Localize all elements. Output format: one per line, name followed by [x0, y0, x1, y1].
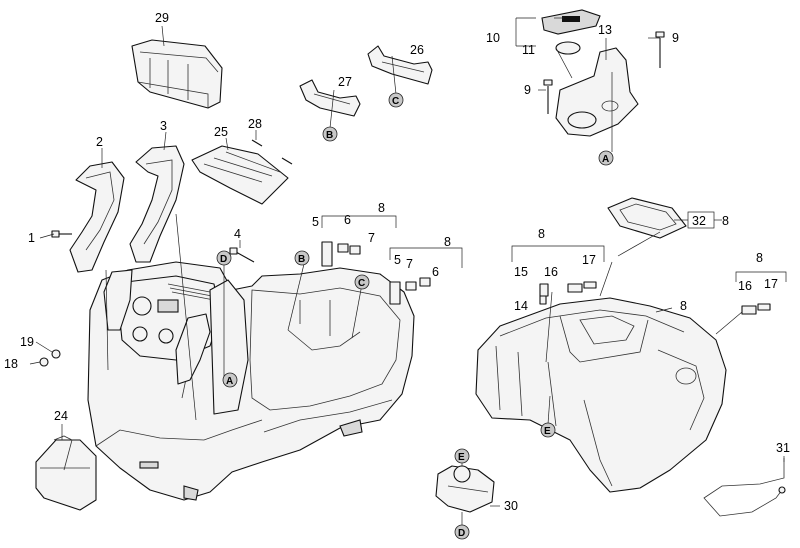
callout-7-mid: 7 — [406, 257, 413, 271]
callout-4: 4 — [234, 227, 241, 241]
callout-9-top: 9 — [672, 31, 679, 45]
ref-a-chassis: A — [226, 376, 233, 387]
part-28-screws — [251, 139, 293, 165]
callout-8-frame: 8 — [722, 214, 729, 228]
callout-19: 19 — [20, 335, 34, 349]
fasteners — [39, 230, 771, 367]
callout-16-far: 16 — [738, 279, 752, 293]
callout-8-far: 8 — [756, 251, 763, 265]
callout-28: 28 — [248, 117, 262, 131]
ref-b-bracket: B — [326, 130, 333, 141]
callout-15: 15 — [514, 265, 528, 279]
callout-7-left: 7 — [368, 231, 375, 245]
part-13-gauge-housing — [541, 9, 665, 137]
part-25-top-cover — [191, 145, 289, 205]
ref-c-bracket: C — [392, 96, 399, 107]
callout-8-right: 8 — [538, 227, 545, 241]
callout-16-right: 16 — [544, 265, 558, 279]
part-32-seal-frame — [607, 197, 687, 239]
part-2-handle — [69, 161, 125, 273]
leader-lines — [29, 17, 785, 526]
part-27-bracket — [299, 79, 361, 117]
callout-8-hood: 8 — [680, 299, 687, 313]
callout-1: 1 — [28, 231, 35, 245]
hood-cover — [475, 297, 727, 493]
callout-17-far: 17 — [764, 277, 778, 291]
callout-13: 13 — [598, 23, 612, 37]
callout-10: 10 — [486, 31, 500, 45]
part-26-bracket — [367, 45, 433, 85]
ref-d-chassis: D — [220, 254, 227, 265]
callout-18: 18 — [4, 357, 18, 371]
callout-31: 31 — [776, 441, 790, 455]
ref-e-valve: E — [458, 452, 465, 463]
part-30-valve — [435, 465, 495, 513]
callout-17-right: 17 — [582, 253, 596, 267]
part-31-cable — [703, 458, 786, 517]
ref-d-valve: D — [458, 528, 465, 539]
ref-e-hood: E — [544, 426, 551, 437]
callout-24: 24 — [54, 409, 68, 423]
part-3-handle — [129, 145, 185, 263]
part-29-storage-tray — [131, 39, 223, 109]
callout-8-mid: 8 — [444, 235, 451, 249]
ref-b-chassis: B — [298, 254, 305, 265]
callout-2: 2 — [96, 135, 103, 149]
callout-32: 32 — [692, 214, 706, 228]
bracket-lines — [321, 17, 787, 282]
callout-25: 25 — [214, 125, 228, 139]
part-24-filter-box — [35, 435, 97, 511]
callout-numbers: 29 10 11 13 9 9 26 27 25 28 2 3 1 4 5 6 … — [4, 11, 790, 513]
ref-a-housing: A — [602, 154, 609, 165]
reference-markers: A A B B C C D D E E — [216, 92, 614, 540]
callout-30: 30 — [504, 499, 518, 513]
callout-27: 27 — [338, 75, 352, 89]
callout-5-mid: 5 — [394, 253, 401, 267]
callout-5-left: 5 — [312, 215, 319, 229]
callout-11: 11 — [522, 43, 535, 57]
callout-6-mid: 6 — [432, 265, 439, 279]
main-chassis — [87, 261, 415, 501]
callout-26: 26 — [410, 43, 424, 57]
callout-14: 14 — [514, 299, 528, 313]
callout-9-left: 9 — [524, 83, 531, 97]
callout-8-left: 8 — [378, 201, 385, 215]
callout-6-left: 6 — [344, 213, 351, 227]
callout-29: 29 — [155, 11, 169, 25]
callout-3: 3 — [160, 119, 167, 133]
ref-c-chassis: C — [358, 278, 365, 289]
